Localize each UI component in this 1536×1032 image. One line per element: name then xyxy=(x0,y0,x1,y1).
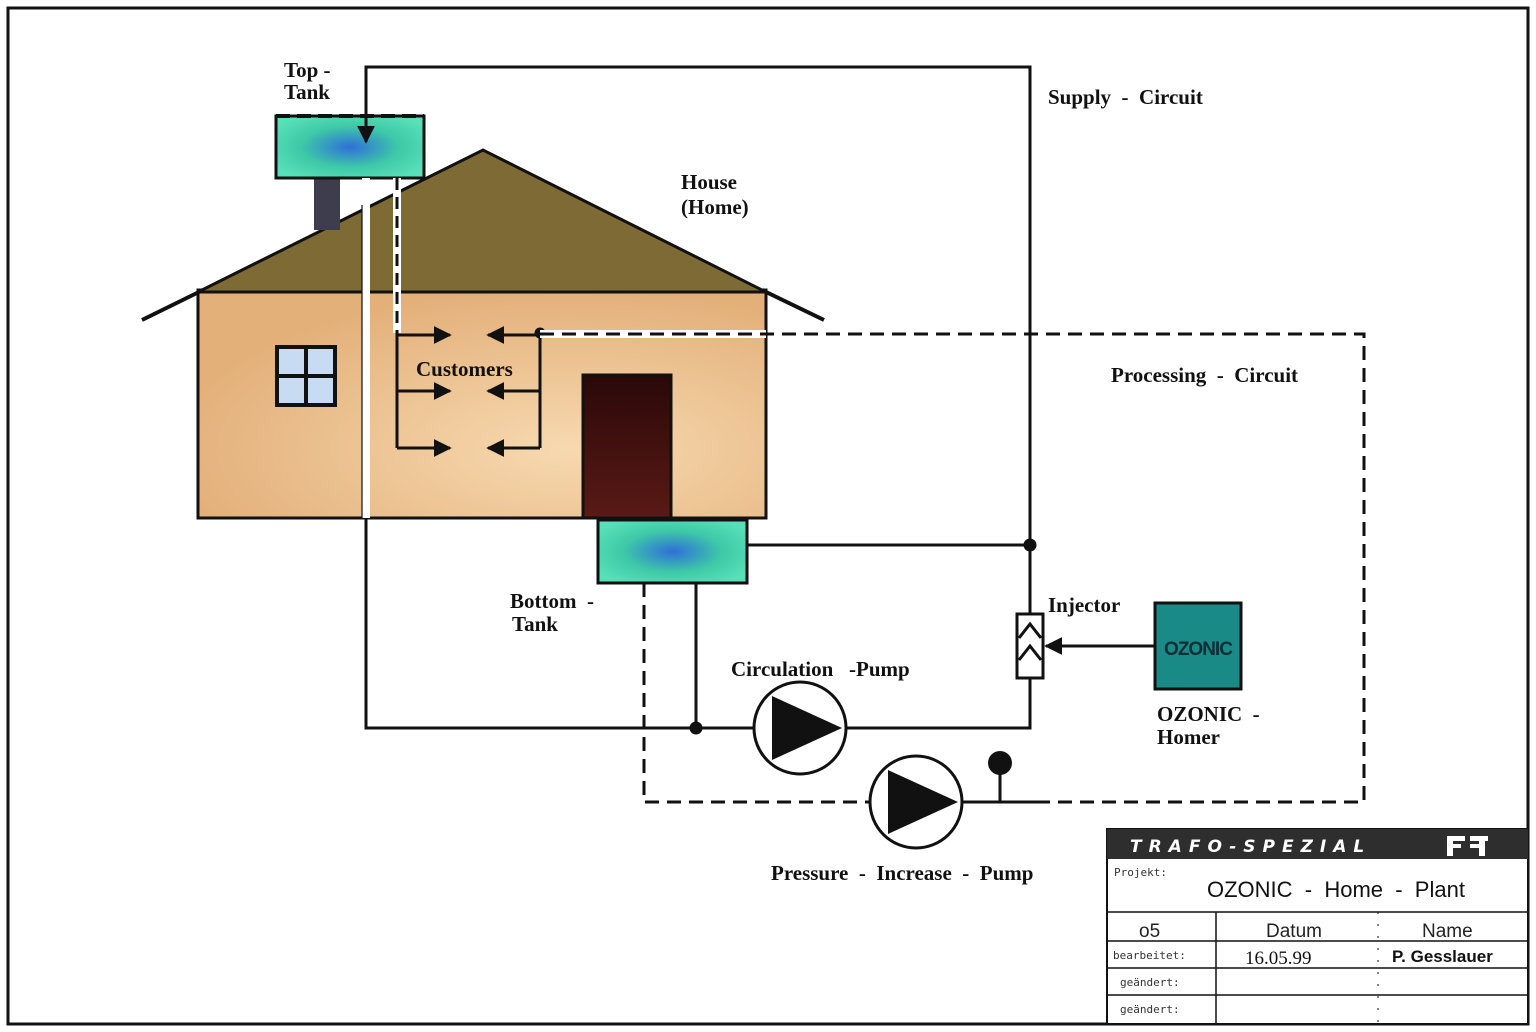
roof-eave-left xyxy=(141,288,204,322)
window xyxy=(275,345,337,407)
projekt-value: OZONIC - Home - Plant xyxy=(1207,877,1465,902)
geandert-label-1: geändert: xyxy=(1120,976,1180,989)
ozonic-unit xyxy=(1153,601,1243,691)
door xyxy=(581,373,673,520)
datum-label: Datum xyxy=(1266,921,1322,942)
roof-eave-right xyxy=(761,288,825,322)
sheet-number: o5 xyxy=(1139,921,1160,942)
bearbeitet-label: bearbeitet: xyxy=(1113,949,1186,962)
company-logo xyxy=(1447,836,1488,856)
pressure-vessel xyxy=(988,751,1012,775)
projekt-label: Projekt: xyxy=(1114,866,1167,879)
label-pressure-increase-pump: Pressure - Increase - Pump xyxy=(771,861,1033,885)
label-bottom-tank-1: Bottom - xyxy=(510,589,594,613)
bottom-tank xyxy=(596,518,749,585)
label-house-1: House xyxy=(681,170,737,194)
drawing-frame xyxy=(6,6,1530,1026)
label-ozonic-homer-2: Homer xyxy=(1157,725,1220,749)
circulation-pump xyxy=(752,680,848,776)
injector xyxy=(1015,612,1155,680)
label-house-2: (Home) xyxy=(681,195,749,219)
label-top-tank-2: Tank xyxy=(284,80,330,104)
label-processing-circuit: Processing - Circuit xyxy=(1111,363,1298,387)
top-tank xyxy=(274,114,426,180)
company-name: TRAFO-SPEZIAL xyxy=(1130,837,1371,857)
label-supply-circuit: Supply - Circuit xyxy=(1048,85,1203,109)
ozonic-unit-label: OZONIC xyxy=(1164,639,1233,660)
label-ozonic-homer-1: OZONIC - xyxy=(1157,702,1260,726)
bearbeitet-date: 16.05.99 xyxy=(1245,948,1312,969)
house-roof xyxy=(197,148,767,294)
label-top-tank-1: Top - xyxy=(284,58,331,82)
chimney xyxy=(314,178,340,230)
label-customers: Customers xyxy=(416,357,513,381)
pressure-increase-pump xyxy=(868,751,1050,850)
label-circulation-pump: Circulation -Pump xyxy=(731,657,910,681)
label-injector: Injector xyxy=(1048,593,1120,617)
name-label: Name xyxy=(1422,921,1473,942)
label-bottom-tank-2: Tank xyxy=(512,612,558,636)
title-block: TRAFO-SPEZIAL Projekt: OZONIC - Home - P… xyxy=(1106,828,1529,1025)
house xyxy=(141,148,825,520)
processing-circuit-pipes xyxy=(540,332,1366,804)
bearbeitet-name: P. Gesslauer xyxy=(1392,947,1493,966)
geandert-label-2: geändert: xyxy=(1120,1003,1180,1016)
